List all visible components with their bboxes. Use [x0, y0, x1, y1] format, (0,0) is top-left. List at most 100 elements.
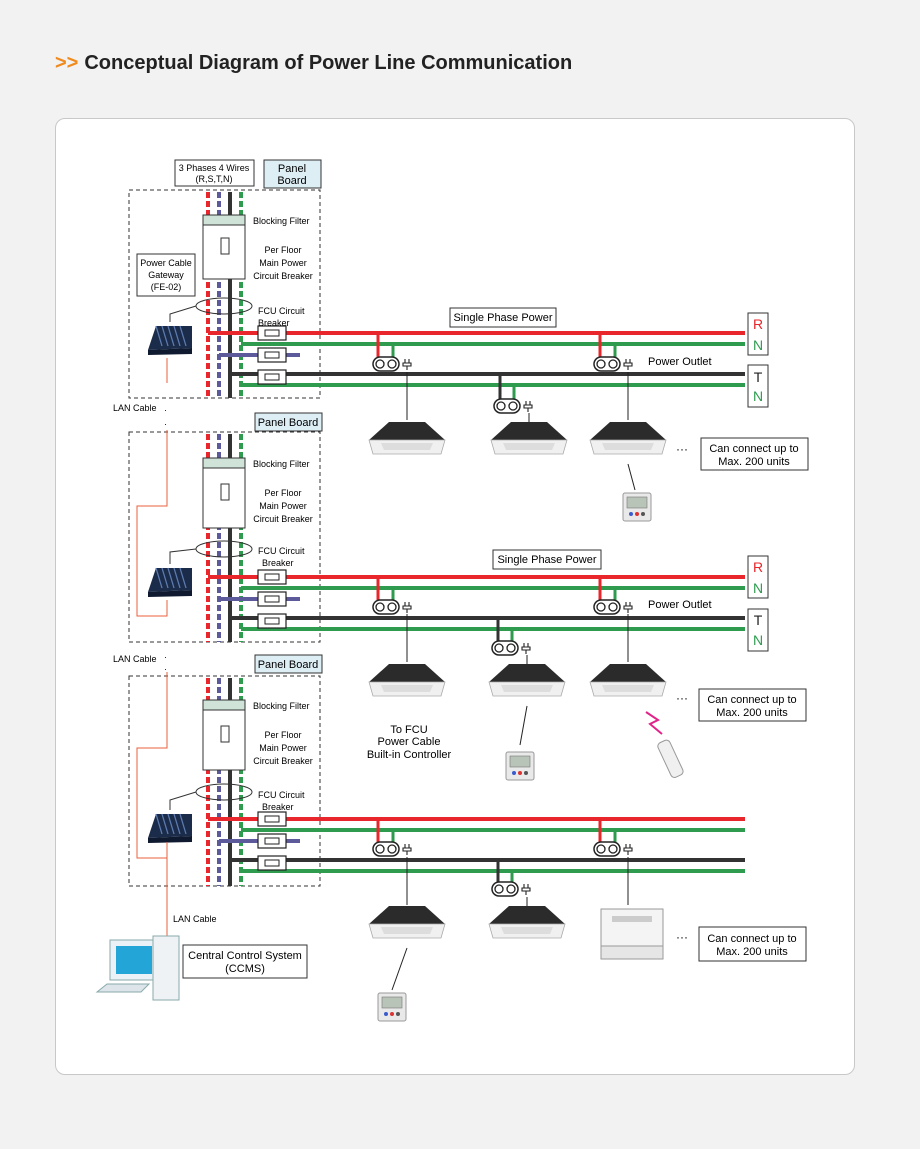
- outlet-icon: [491, 640, 531, 656]
- cassette-fcu-icon: [368, 663, 446, 697]
- svg-text:(R,S,T,N): (R,S,T,N): [196, 174, 233, 184]
- breaker-boxes: [195, 214, 253, 801]
- svg-text:N: N: [753, 388, 763, 404]
- svg-text:Breaker: Breaker: [262, 802, 294, 812]
- svg-text:R: R: [753, 559, 763, 575]
- svg-text:N: N: [753, 337, 763, 353]
- three-phase-label: 3 Phases 4 Wires (R,S,T,N): [174, 159, 255, 187]
- cassette-fcu-icon: [589, 421, 667, 455]
- svg-text:Built-in Controller: Built-in Controller: [367, 749, 452, 761]
- svg-text:Per Floor: Per Floor: [264, 245, 301, 255]
- page-title: >>Conceptual Diagram of Power Line Commu…: [55, 52, 572, 75]
- svg-text:Single Phase Power: Single Phase Power: [453, 312, 552, 324]
- svg-text:Board: Board: [277, 175, 306, 187]
- svg-text:···: ···: [676, 691, 688, 705]
- blocking-filter-labels: Blocking Filter Blocking Filter Blocking…: [253, 216, 310, 711]
- floor-standing-fcu-icon: [600, 908, 664, 960]
- svg-text:Can connect up to: Can connect up to: [709, 443, 798, 455]
- svg-text:FCU Circuit: FCU Circuit: [258, 546, 305, 556]
- single-phase-label-2: Single Phase Power: [492, 549, 602, 570]
- gateway-icon: [147, 325, 193, 356]
- wired-remote-icon: [622, 492, 652, 522]
- phase-letter-boxes: R N T N R N T N: [747, 312, 769, 652]
- svg-text:Max. 200 units: Max. 200 units: [718, 456, 790, 468]
- svg-text:Panel: Panel: [278, 163, 306, 175]
- svg-text:Central Control System: Central Control System: [188, 950, 302, 962]
- svg-text:Blocking Filter: Blocking Filter: [253, 216, 310, 226]
- svg-text:LAN Cable: LAN Cable: [173, 914, 217, 924]
- can-connect-label-1: ··· Can connect up to Max. 200 units: [676, 437, 809, 471]
- svg-text:Per Floor: Per Floor: [264, 488, 301, 498]
- can-connect-label-3: ··· Can connect up to Max. 200 units: [676, 926, 807, 962]
- outlet-icon: [491, 881, 531, 897]
- svg-text:R: R: [753, 316, 763, 332]
- title-text: Conceptual Diagram of Power Line Communi…: [84, 52, 573, 74]
- svg-text:Power Cable: Power Cable: [378, 736, 441, 748]
- svg-text:T: T: [754, 612, 763, 628]
- outlet-drops: [376, 333, 617, 883]
- svg-text:Max. 200 units: Max. 200 units: [716, 946, 788, 958]
- svg-text:·: ·: [164, 652, 167, 662]
- gateway-label: Power Cable Gateway (FE-02): [136, 253, 196, 297]
- cassette-fcu-icon: [490, 421, 568, 455]
- panel-box-1: [128, 189, 321, 399]
- outlet-icon: [593, 841, 633, 857]
- svg-text:Max. 200 units: Max. 200 units: [716, 707, 788, 719]
- svg-text:(FE-02): (FE-02): [151, 282, 182, 292]
- cassette-fcu-icon: [488, 663, 566, 697]
- panel-board-label-top: Panel Board: [263, 159, 322, 189]
- svg-text:T: T: [754, 369, 763, 385]
- svg-text:·: ·: [164, 419, 167, 429]
- svg-text:Per Floor: Per Floor: [264, 730, 301, 740]
- svg-text:Blocking Filter: Blocking Filter: [253, 701, 310, 711]
- svg-text:Gateway: Gateway: [148, 270, 184, 280]
- svg-text:Can connect up to: Can connect up to: [707, 694, 796, 706]
- outlet-icon: [493, 398, 533, 414]
- cassette-fcu-icon: [368, 421, 446, 455]
- outlet-icon: [372, 599, 412, 615]
- lan-cable: [136, 358, 168, 945]
- panel-box-3: [128, 675, 321, 887]
- svg-text:Can connect up to: Can connect up to: [707, 933, 796, 945]
- gateway-connections: [169, 305, 197, 810]
- power-outlet-label-1: Power Outlet: [648, 356, 712, 368]
- svg-text:LAN Cable: LAN Cable: [113, 654, 157, 664]
- panel-box-2: [128, 431, 321, 643]
- svg-text:Main Power: Main Power: [259, 501, 307, 511]
- single-phase-label-1: Single Phase Power: [449, 307, 557, 328]
- outlet-icon: [372, 841, 412, 857]
- cassette-fcu-icon: [589, 663, 667, 697]
- ccms-label: Central Control System (CCMS): [182, 944, 308, 979]
- svg-text:Circuit Breaker: Circuit Breaker: [253, 756, 313, 766]
- svg-text:Panel Board: Panel Board: [258, 659, 319, 671]
- fcu-breaker-boxes: [257, 325, 287, 871]
- svg-text:·: ·: [164, 664, 167, 674]
- fcu-drops: [391, 372, 636, 991]
- svg-text:Circuit Breaker: Circuit Breaker: [253, 514, 313, 524]
- gateway-icon: [147, 813, 193, 844]
- panel-board-label-3: Panel Board: [254, 654, 323, 674]
- svg-text:Blocking Filter: Blocking Filter: [253, 459, 310, 469]
- ccms-computer-icon: [95, 935, 180, 1001]
- svg-text:LAN Cable: LAN Cable: [113, 403, 157, 413]
- wired-remote-icon: [505, 751, 535, 781]
- svg-text:Main Power: Main Power: [259, 743, 307, 753]
- floor-feeders: [208, 331, 745, 873]
- svg-text:N: N: [753, 580, 763, 596]
- cassette-fcu-icon: [368, 905, 446, 939]
- svg-text:Circuit Breaker: Circuit Breaker: [253, 271, 313, 281]
- to-fcu-label: To FCU Power Cable Built-in Controller: [367, 724, 452, 761]
- svg-text:Single Phase Power: Single Phase Power: [497, 554, 596, 566]
- svg-text:Main Power: Main Power: [259, 258, 307, 268]
- lan-cable-labels: LAN Cable LAN Cable LAN Cable ·· ··: [113, 403, 217, 924]
- svg-text:Panel Board: Panel Board: [258, 417, 319, 429]
- cassette-fcu-icon: [488, 905, 566, 939]
- svg-text:To FCU: To FCU: [390, 724, 427, 736]
- svg-text:Power Cable: Power Cable: [140, 258, 192, 268]
- wired-remote-icon: [377, 992, 407, 1022]
- outlet-icon: [372, 356, 412, 372]
- svg-text:···: ···: [676, 442, 688, 456]
